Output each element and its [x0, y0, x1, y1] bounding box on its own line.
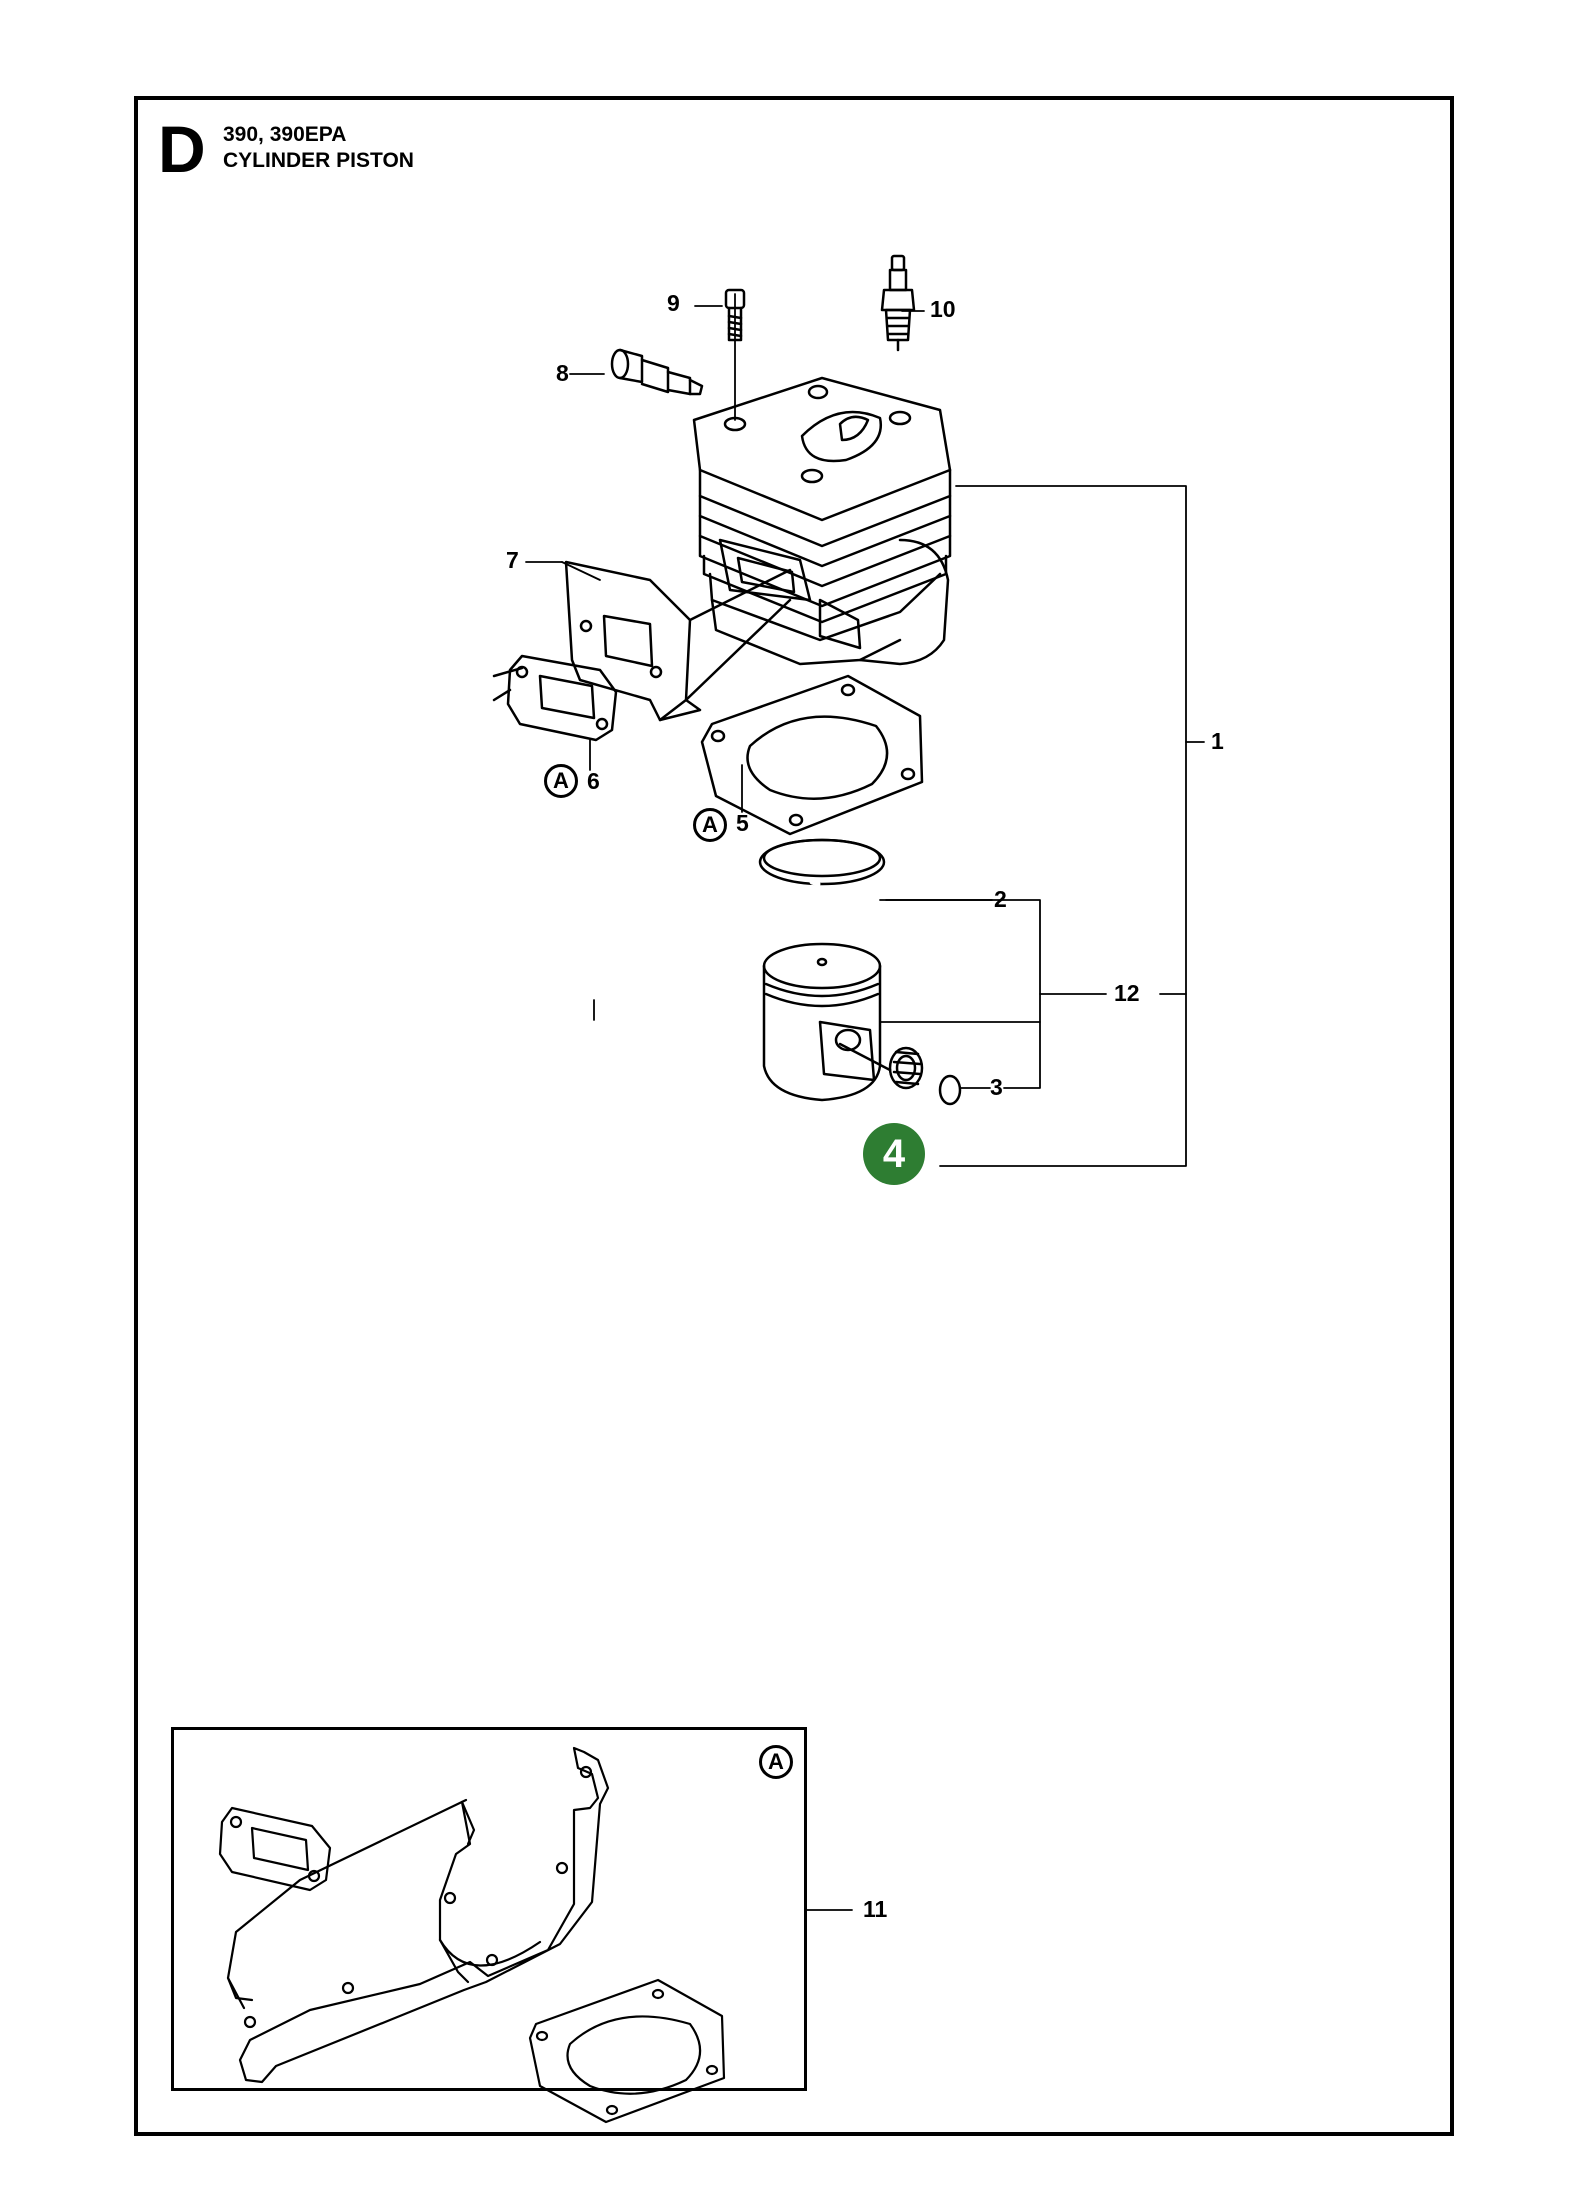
callout-11: 11 — [863, 1896, 888, 1922]
gasket-kit-inset: A — [171, 1727, 807, 2091]
cylinder-gasket — [700, 674, 924, 836]
piston — [762, 942, 892, 1102]
leader-lines — [525, 293, 1205, 1911]
gasket-kit-marker-inset: A — [759, 1745, 793, 1779]
piston-ring — [758, 838, 886, 887]
callout-2: 2 — [994, 886, 1007, 912]
cylinder — [692, 376, 952, 666]
callout-5: 5 — [736, 810, 749, 836]
callout-6: 6 — [587, 768, 600, 794]
exhaust-plate — [564, 560, 792, 722]
callout-4-highlight-badge: 4 — [882, 1132, 906, 1176]
gasket-kit-marker-5: A — [693, 808, 727, 842]
callout-8: 8 — [556, 360, 569, 386]
callout-3: 3 — [990, 1074, 1003, 1100]
needle-bearing — [888, 1046, 924, 1090]
callout-1: 1 — [1211, 728, 1224, 754]
circlip — [938, 1074, 962, 1106]
spark-plug — [880, 254, 916, 352]
decompression-valve — [610, 348, 704, 396]
callout-9: 9 — [667, 290, 680, 316]
page-frame — [134, 96, 1454, 2136]
page-title: CYLINDER PISTON — [223, 149, 414, 172]
gasket-kit-drawing — [218, 1746, 726, 2124]
callout-10: 10 — [930, 296, 956, 322]
cylinder-screw — [724, 288, 746, 342]
highlight-circle — [863, 1123, 925, 1185]
callout-7: 7 — [506, 547, 519, 573]
section-letter: D — [158, 112, 206, 186]
model-numbers: 390, 390EPA — [223, 123, 347, 146]
callout-12: 12 — [1114, 980, 1140, 1006]
exhaust-gasket — [492, 654, 618, 742]
gasket-kit-marker-6: A — [544, 764, 578, 798]
